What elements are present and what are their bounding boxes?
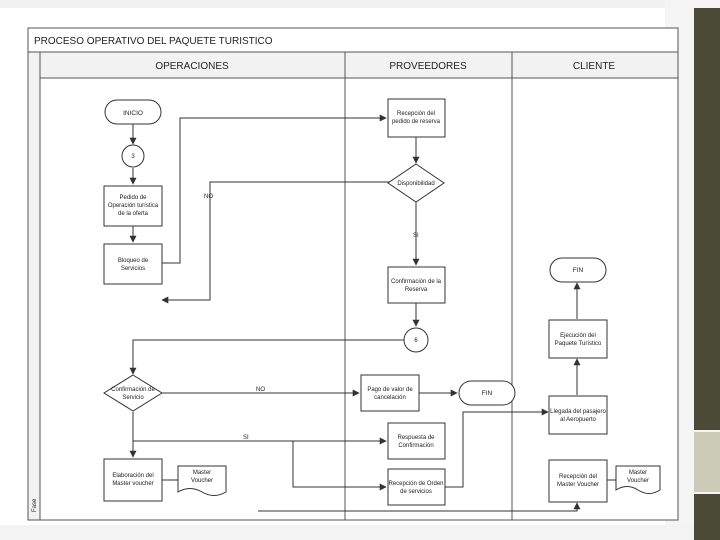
node-fin-cliente [549,257,607,283]
node-master-voucher-2-line-1: Master [629,470,647,476]
node-connector-3-label: 3 [131,154,135,160]
title-bar [27,27,679,53]
node-pago-valor [360,374,420,412]
node-llegada [548,395,608,435]
decor-bar-top [694,8,720,430]
node-connector-6 [403,327,429,353]
edge-disponibilidad-no [161,181,390,304]
node-pago-valor-line-1: Pago de valor de [367,387,413,393]
node-confirmacion-servicio-line-2: Servicio [122,395,144,401]
lane-title-proveedores: PROVEEDORES [389,61,467,72]
edge-label-si-servicio: SI [243,435,249,441]
lane-operaciones [39,51,346,521]
node-recepcion-orden-line-2: de servicios [400,489,432,495]
node-master-voucher-document-1 [177,465,227,496]
edge-label-no-disponibilidad: NO [204,194,213,200]
lane-title-cliente: CLIENTE [573,61,616,72]
node-master-voucher-1-line-1: Master [193,470,211,476]
node-elaboracion-voucher-line-1: Elaboración del [112,473,153,479]
node-disponibilidad [387,163,445,203]
node-connector-3 [121,144,145,168]
decor-bar-middle [694,432,720,492]
node-recepcion-voucher-line-2: Master Voucher [557,482,599,488]
node-bloqueo [103,243,163,285]
node-pago-valor-line-2: cancelación [374,395,406,401]
edge-bloqueo-recepcion [162,114,387,264]
node-disponibilidad-label: Disponibilidad [397,181,434,187]
node-inicio-label: INICIO [123,110,143,117]
node-confirmacion-reserva-line-1: Confirmación de la [391,279,442,285]
node-llegada-line-2: al Aeropuerto [560,417,596,423]
node-recepcion-pedido [387,98,446,138]
diagram-title: PROCESO OPERATIVO DEL PAQUETE TURISTICO [34,36,273,47]
node-ejecucion-line-1: Ejecución del [560,333,596,339]
node-master-voucher-2-line-2: Voucher [627,478,649,484]
edge-orden-llegada [445,408,549,488]
node-master-voucher-1-line-2: Voucher [191,478,213,484]
node-pedido [103,185,163,227]
node-fin-cliente-label: FIN [573,267,584,274]
edge-si-orden [292,441,387,491]
node-pedido-line-3: de la oferta [118,211,149,217]
node-connector-6-label: 6 [414,338,418,344]
node-recepcion-voucher [548,459,608,503]
node-ejecucion-line-2: Paquete Turístico [555,341,602,347]
lane-title-operaciones: OPERACIONES [155,61,229,72]
node-recepcion-voucher-line-1: Recepción del [559,474,597,480]
edge-voucher-recepcion [258,502,581,512]
decor-bar-bottom [694,494,720,540]
node-recepcion-orden-line-1: Recepción de Orden [388,481,443,487]
node-confirmacion-servicio-line-1: Confirmación de [111,387,155,393]
node-fin-mid [458,380,516,406]
node-recepcion-orden [387,468,446,506]
node-respuesta-confirmacion [387,422,446,460]
phase-label: Fase [32,498,38,512]
edge-label-no-servicio: NO [256,387,265,393]
node-respuesta-confirmacion-line-1: Respuesta de [397,435,435,441]
top-stripe [0,0,665,8]
node-master-voucher-document-2 [615,465,661,494]
node-confirmacion-servicio [103,374,163,412]
node-pedido-line-2: Operación turística [108,203,159,209]
node-bloqueo-line-1: Bloqueo de [118,258,149,264]
bottom-stripe [0,525,694,540]
edge-6-confirmacion-servicio [129,339,404,375]
node-elaboracion-voucher [103,458,163,502]
node-recepcion-pedido-line-2: pedido de reserva [392,119,441,125]
node-ejecucion [548,319,608,359]
edge-label-si-disponibilidad: SI [413,233,419,239]
node-recepcion-pedido-line-1: Recepción del [397,111,435,117]
lane-cliente [511,51,679,521]
node-llegada-line-1: Llegada del pasajero [550,409,606,415]
node-respuesta-confirmacion-line-2: Confirmación [398,443,433,449]
node-inicio [104,99,162,125]
node-fin-mid-label: FIN [482,390,493,397]
node-confirmacion-reserva-line-2: Reserva [405,287,428,293]
node-bloqueo-line-2: Servicios [121,266,145,272]
node-confirmacion-reserva [387,266,446,304]
lane-header-cliente [511,51,679,79]
node-pedido-line-1: Pedido de [119,195,147,201]
node-elaboracion-voucher-line-2: Master voucher [112,481,153,487]
phase-strip [27,51,41,521]
